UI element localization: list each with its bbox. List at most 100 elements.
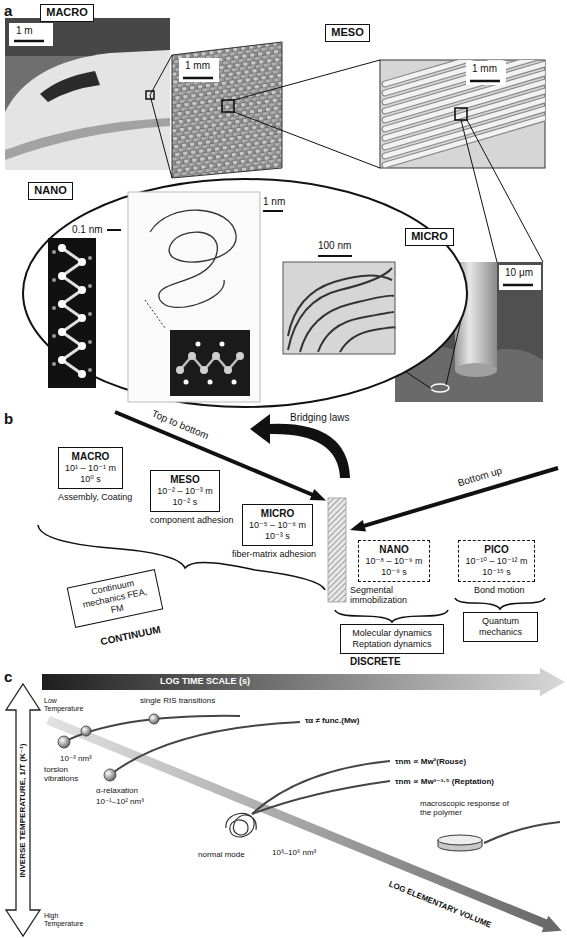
volume-label: 10⁻¹–10² nm³ bbox=[96, 797, 144, 806]
chain-coil-icon-part bbox=[226, 813, 256, 837]
bottom-up-arrow bbox=[350, 468, 558, 531]
chain-coil-sketch-part bbox=[176, 366, 184, 374]
scaling-law: τnm ∝ Mw³⁻³·⁵ (Reptation) bbox=[395, 777, 494, 786]
axis-title: INVERSE TEMPERATURE, 1/T (K⁻¹) bbox=[18, 743, 27, 877]
arrow-label: Top to bottom bbox=[150, 408, 210, 442]
molecule-column-part bbox=[88, 256, 92, 260]
chain-coil-sketch-part bbox=[184, 342, 237, 385]
time-axis-arrow-part bbox=[42, 668, 565, 696]
box-text: 10⁻² s bbox=[157, 497, 213, 508]
scaling-law: τnm ∝ Mw²(Rouse) bbox=[395, 757, 466, 766]
box-text: 10⁻² – 10⁻³ m bbox=[157, 486, 213, 497]
length-scale-box: MACRO10¹ – 10⁻¹ m10⁰ s bbox=[58, 447, 123, 489]
lamella-image-part bbox=[318, 255, 352, 257]
box-text: MESO bbox=[157, 474, 213, 486]
volume-axis-arrow bbox=[48, 720, 562, 932]
molecule-column-part bbox=[78, 342, 86, 350]
fiber-bundle-photo-part bbox=[466, 61, 506, 85]
box-text: 10⁻³ s bbox=[249, 531, 306, 542]
sem-photo-part bbox=[499, 265, 541, 290]
scale-tag-box: MACRO bbox=[40, 4, 94, 22]
length-scale-box: MICRO10⁻⁵ – 10⁻⁶ m10⁻³ s bbox=[242, 504, 313, 546]
volume-label: 10³–10⁶ nm³ bbox=[272, 848, 316, 857]
group-label: CONTINUUM bbox=[99, 624, 161, 648]
arrow-label: Bottom up bbox=[456, 465, 503, 489]
box-text: 10⁻¹⁵ s bbox=[465, 567, 528, 578]
scaling-law: τα ≠ func.(Mw) bbox=[305, 716, 359, 725]
scale-description: Segmental immobilization bbox=[350, 585, 445, 605]
motion-label: macroscopic response of the polymer bbox=[420, 800, 515, 818]
polymer-sample-icon-part bbox=[438, 835, 482, 845]
aircraft-photo-part bbox=[9, 23, 53, 46]
box-text: Quantum mechanics bbox=[468, 616, 533, 638]
chain-coil-sketch-part bbox=[220, 342, 225, 347]
sem-photo-part bbox=[503, 284, 533, 287]
aircraft-photo-part bbox=[5, 50, 170, 170]
fiber-bundle-photo-part bbox=[385, 60, 545, 165]
motion-spheres bbox=[58, 714, 159, 781]
axis-title: LOG ELEMENTARY VOLUME bbox=[387, 879, 492, 929]
box-text: 10⁻⁵ – 10⁻⁶ m bbox=[249, 520, 306, 531]
group-label: DISCRETE bbox=[350, 656, 401, 668]
molecule-column-part bbox=[78, 314, 86, 322]
molecule-column-part bbox=[78, 370, 86, 378]
chain-coil-sketch-part bbox=[145, 300, 165, 328]
volume-label: 10⁻³ nm³ bbox=[60, 754, 92, 763]
molecule-column-part bbox=[52, 278, 56, 282]
scale-bar-label: 10 μm bbox=[503, 267, 535, 279]
aircraft-photo-part bbox=[5, 118, 170, 160]
box-text: Continuum mechanics FEA, FM bbox=[72, 574, 157, 622]
box-text: MACRO bbox=[46, 6, 88, 19]
chain-coil-sketch-part bbox=[212, 352, 220, 360]
panel-letter: a bbox=[4, 2, 12, 19]
scale-bar-label: 1 m bbox=[14, 25, 35, 37]
scale-tag-box: MESO bbox=[325, 24, 370, 42]
box-text: MACRO bbox=[65, 451, 116, 463]
method-box: Quantum mechanics bbox=[463, 612, 538, 642]
scale-bar-label: 1 nm bbox=[263, 196, 285, 208]
aircraft-photo-part bbox=[5, 18, 170, 170]
nano-ellipse-part bbox=[23, 179, 467, 407]
box-text: 10⁻¹⁰ – 10⁻¹² m bbox=[465, 556, 528, 567]
chain-coil-sketch bbox=[128, 192, 283, 402]
fabric-photo-part bbox=[172, 42, 282, 178]
aircraft-photo-part bbox=[5, 18, 170, 56]
molecule-column-part bbox=[52, 250, 56, 254]
scale-tag-box: NANO bbox=[28, 182, 73, 200]
relaxation-curves-part bbox=[110, 722, 300, 775]
chain-coil-sketch-part bbox=[208, 380, 213, 385]
chain-coil-sketch-part bbox=[224, 366, 232, 374]
chain-coil-sketch-part bbox=[128, 192, 260, 402]
box-text: Molecular dynamics Reptation dynamics bbox=[345, 628, 439, 650]
relaxation-curves bbox=[64, 716, 560, 843]
molecule-column-part bbox=[88, 312, 92, 316]
chain-coil-icon bbox=[226, 813, 256, 837]
box-text: MESO bbox=[331, 26, 364, 39]
fabric-photo bbox=[172, 42, 282, 178]
box-text: NANO bbox=[365, 544, 423, 556]
molecule-column-part bbox=[58, 244, 86, 378]
bridging-laws-arrow bbox=[250, 414, 350, 478]
scale-description: fiber-matrix adhesion bbox=[232, 549, 316, 559]
lamella-image bbox=[283, 256, 395, 354]
molecule-column-part bbox=[58, 300, 66, 308]
relaxation-curves-part bbox=[252, 781, 390, 814]
chain-coil-sketch-part bbox=[263, 210, 283, 212]
molecule-column bbox=[48, 230, 121, 388]
scale-interface-band bbox=[328, 498, 346, 602]
scale-bar-label: 1 mm bbox=[470, 63, 499, 75]
braces-part bbox=[455, 598, 545, 609]
polymer-sample-icon bbox=[438, 835, 482, 851]
molecule-column-part bbox=[52, 334, 56, 338]
aircraft-photo-part bbox=[14, 40, 44, 43]
length-scale-box: MESO10⁻² – 10⁻³ m10⁻² s bbox=[150, 470, 220, 512]
fabric-photo-part bbox=[222, 100, 234, 112]
molecule-column-part bbox=[78, 258, 86, 266]
axis-end-label: Low Temperature bbox=[44, 697, 90, 713]
molecule-column-part bbox=[88, 284, 92, 288]
lamella-image-part bbox=[283, 262, 395, 354]
fiber-bundle-photo-part bbox=[385, 60, 545, 165]
box-text: 10¹ – 10⁻¹ m bbox=[65, 463, 116, 474]
bottom-up-arrow-part bbox=[350, 520, 366, 531]
fiber-bundle-photo bbox=[380, 37, 545, 168]
